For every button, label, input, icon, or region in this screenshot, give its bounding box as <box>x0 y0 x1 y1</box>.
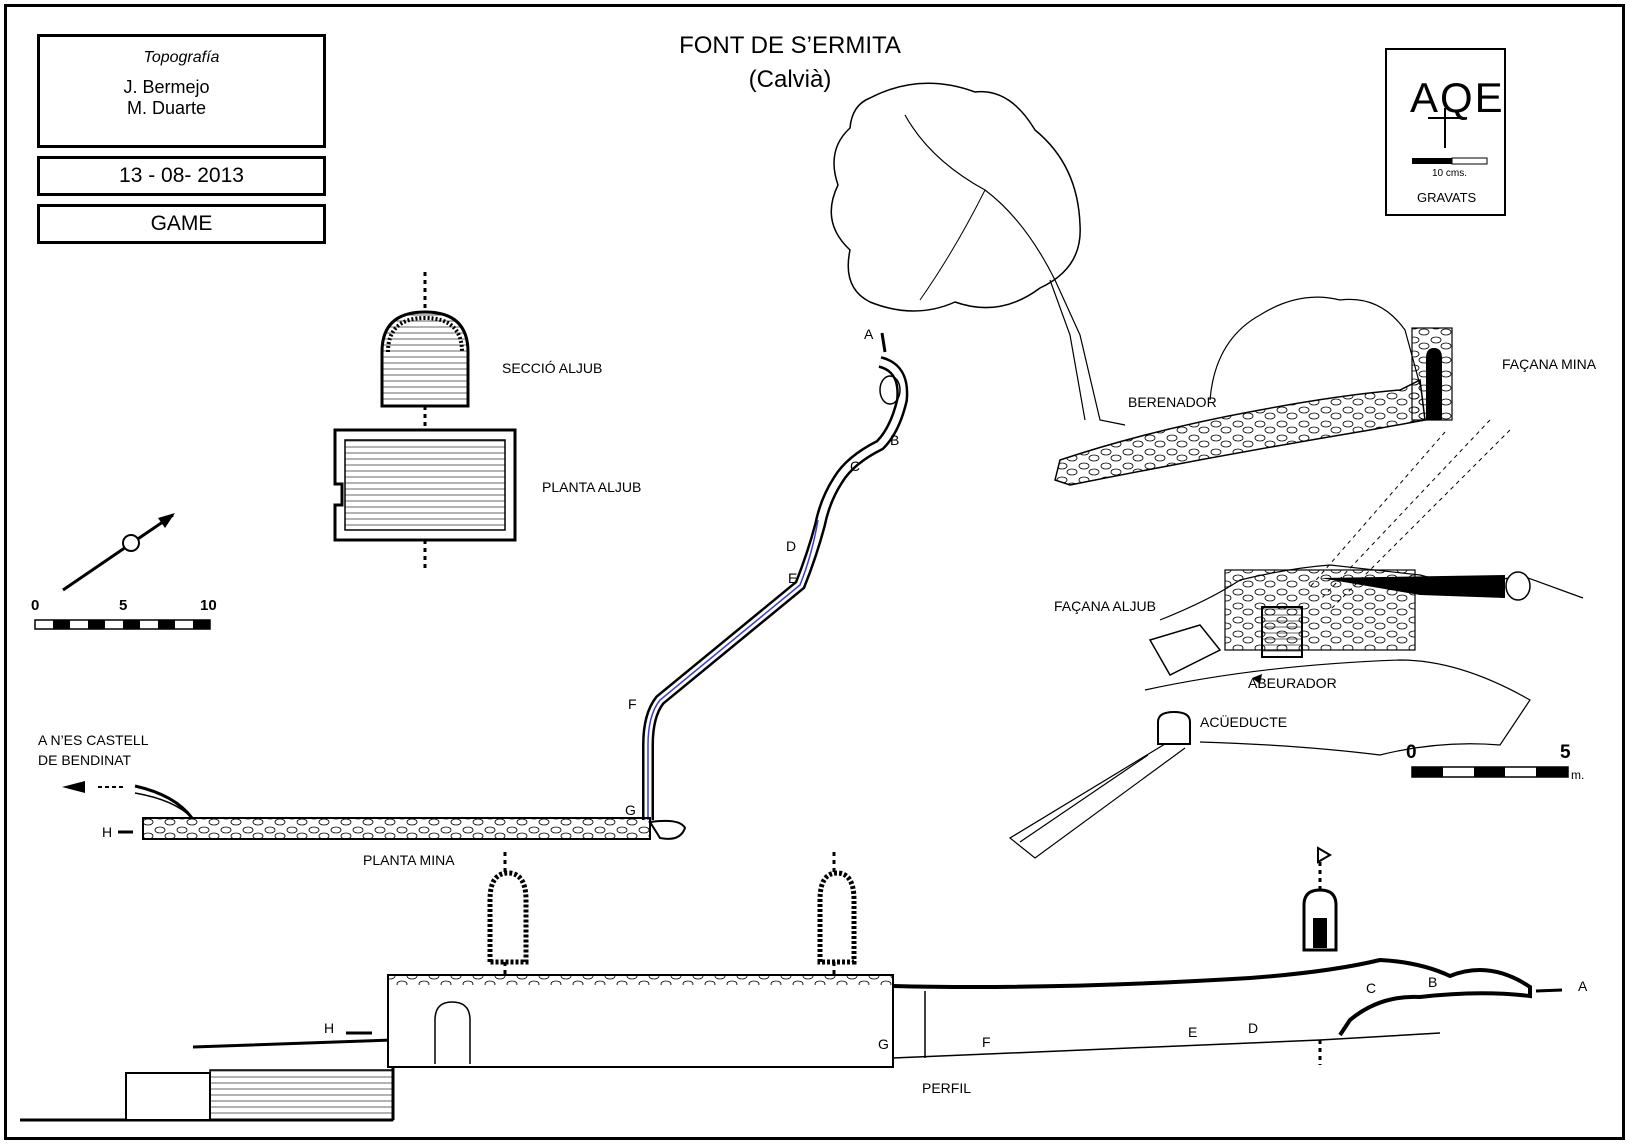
plan-station-g: G <box>625 802 636 818</box>
label-abeurador: ABEURADOR <box>1248 675 1337 691</box>
engraving-scale-label: 10 cms. <box>1432 168 1468 179</box>
main-scale-tick-5: 5 <box>119 597 128 614</box>
label-berenador: BERENADOR <box>1128 394 1217 410</box>
mine-plan-gallery <box>62 781 687 840</box>
label-facana-mina: FAÇANA MINA <box>1502 356 1597 372</box>
plan-station-e: E <box>788 570 798 586</box>
label-perfil: PERFIL <box>922 1080 972 1096</box>
facade-scale-bar <box>1411 766 1569 778</box>
facade-scale-unit: m. <box>1571 768 1585 782</box>
label-route-1: A N’ES CASTELL <box>38 732 149 748</box>
plan-station-c: C <box>850 458 861 474</box>
cistern-section <box>380 272 470 408</box>
mine-plan-passage <box>642 332 909 820</box>
label-planta-mina: PLANTA MINA <box>363 852 455 868</box>
author-2: M. Duarte <box>126 98 207 118</box>
profile-station-h: H <box>324 1020 335 1036</box>
main-scale-tick-10: 10 <box>200 597 217 614</box>
label-aqueducte: ACÜEDUCTE <box>1200 714 1288 730</box>
profile-station-e: E <box>1188 1024 1198 1040</box>
plan-station-a: A <box>864 326 874 342</box>
facade-scale-tick-0: 0 <box>1406 742 1417 763</box>
group-box: GAME <box>37 204 326 244</box>
cistern-plan <box>333 406 517 572</box>
cross-section-2 <box>817 852 857 986</box>
north-arrow <box>62 513 175 592</box>
engraving-caption: GRAVATS <box>1417 190 1477 205</box>
label-facana-aljub: FAÇANA ALJUB <box>1054 598 1156 614</box>
label-seccio-aljub: SECCIÓ ALJUB <box>502 360 603 376</box>
main-scale-bar <box>34 619 211 630</box>
profile-station-b: B <box>1428 974 1438 990</box>
engraving-cross <box>1428 108 1462 148</box>
profile-station-d: D <box>1248 1020 1259 1036</box>
map-frame <box>4 4 1625 1140</box>
map-title: FONT DE S’ERMITA <box>679 32 901 59</box>
profile-station-a: A <box>1578 978 1588 994</box>
plan-station-d: D <box>786 538 797 554</box>
engraving-inscription: AQE <box>1410 74 1505 121</box>
profile-station-f: F <box>982 1034 991 1050</box>
author-1: J. Bermejo <box>123 77 210 97</box>
profile-station-c: C <box>1366 980 1377 996</box>
engravings-box <box>1385 48 1506 216</box>
profile-station-g: G <box>878 1036 889 1052</box>
facade-scale-tick-5: 5 <box>1560 742 1571 763</box>
plan-station-f: F <box>628 696 637 712</box>
date-box: 13 - 08- 2013 <box>37 156 326 196</box>
cistern-facade-drawing <box>1008 564 1584 859</box>
credits-heading: Topografía <box>143 49 220 66</box>
profile-drawing <box>20 957 1563 1122</box>
credits-box: Topografía J. Bermejo M. Duarte <box>37 34 326 148</box>
label-route-2: DE BENDINAT <box>38 752 132 768</box>
berenador-drawing <box>1054 296 1511 611</box>
cross-section-3 <box>1302 846 1338 952</box>
cross-section-1 <box>487 852 529 986</box>
group-name: GAME <box>150 212 213 235</box>
engraving-scale-bar <box>1412 157 1488 165</box>
map-subtitle: (Calvià) <box>748 66 832 93</box>
plan-station-h: H <box>102 824 113 840</box>
main-scale-tick-0: 0 <box>31 597 40 614</box>
plan-station-b: B <box>890 432 900 448</box>
survey-date: 13 - 08- 2013 <box>119 164 244 187</box>
label-planta-aljub: PLANTA ALJUB <box>542 479 642 495</box>
tree-drawing <box>830 82 1126 426</box>
